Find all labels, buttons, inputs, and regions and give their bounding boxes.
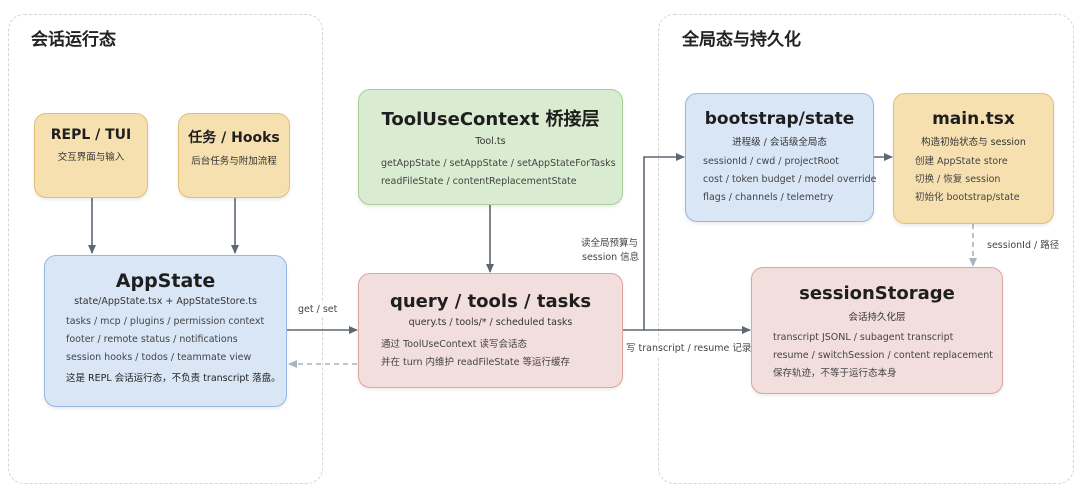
repl-tui-sub: 交互界面与输入 bbox=[57, 152, 125, 163]
main-line: 切换 / 恢复 session bbox=[915, 174, 1001, 185]
global-persist-group bbox=[658, 14, 1074, 484]
session-runtime-group bbox=[8, 14, 323, 484]
appstate-node: AppState state/AppState.tsx + AppStateSt… bbox=[44, 255, 287, 407]
toolusecontext-node: ToolUseContext 桥接层 Tool.ts getAppState /… bbox=[358, 89, 623, 205]
edge-label-read-budget-2: session 信息 bbox=[582, 252, 640, 263]
toolusecontext-title: ToolUseContext 桥接层 bbox=[381, 109, 600, 130]
query-line: 并在 turn 内维护 readFileState 等运行缓存 bbox=[381, 357, 571, 368]
repl-tui-node: REPL / TUI 交互界面与输入 bbox=[34, 113, 148, 198]
edge-label-read-budget-1: 读全局预算与 bbox=[581, 238, 639, 249]
main-tsx-node: main.tsx 构造初始状态与 session 创建 AppState sto… bbox=[893, 93, 1054, 224]
bootstrap-line: flags / channels / telemetry bbox=[703, 192, 834, 203]
edge-label-write-transcript: 写 transcript / resume 记录 bbox=[626, 342, 752, 356]
edge-label-session-path: sessionId / 路径 bbox=[987, 239, 1060, 253]
main-title: main.tsx bbox=[932, 109, 1015, 129]
query-line: 通过 ToolUseContext 读写会话态 bbox=[381, 339, 527, 350]
repl-tui-title: REPL / TUI bbox=[50, 127, 132, 143]
appstate-title: AppState bbox=[115, 270, 216, 292]
tasks-hooks-node: 任务 / Hooks 后台任务与附加流程 bbox=[178, 113, 290, 198]
appstate-line: tasks / mcp / plugins / permission conte… bbox=[66, 316, 265, 327]
session-runtime-title: 会话运行态 bbox=[31, 30, 116, 50]
appstate-line: footer / remote status / notifications bbox=[66, 334, 238, 345]
tasks-hooks-sub: 后台任务与附加流程 bbox=[191, 156, 277, 167]
query-tools-tasks-node: query / tools / tasks query.ts / tools/*… bbox=[358, 273, 623, 388]
bootstrap-state-node: bootstrap/state 进程级 / 会话级全局态 sessionId /… bbox=[685, 93, 877, 222]
appstate-note: 这是 REPL 会话运行态，不负责 transcript 落盘。 bbox=[66, 373, 281, 384]
main-sub: 构造初始状态与 session bbox=[921, 137, 1026, 148]
storage-line: resume / switchSession / content replace… bbox=[773, 350, 994, 361]
main-line: 初始化 bootstrap/state bbox=[915, 192, 1020, 203]
storage-title: sessionStorage bbox=[799, 283, 955, 304]
bootstrap-title: bootstrap/state bbox=[704, 109, 855, 129]
appstate-sub: state/AppState.tsx + AppStateStore.ts bbox=[74, 296, 257, 307]
bootstrap-line: sessionId / cwd / projectRoot bbox=[703, 156, 839, 167]
main-line: 创建 AppState store bbox=[915, 156, 1008, 167]
session-storage-node: sessionStorage 会话持久化层 transcript JSONL /… bbox=[751, 267, 1003, 394]
edge-query-to-bootstrap bbox=[623, 153, 685, 331]
toolusecontext-sub: Tool.ts bbox=[475, 136, 506, 147]
toolusecontext-line: getAppState / setAppState / setAppStateF… bbox=[381, 158, 616, 169]
bootstrap-line: cost / token budget / model override bbox=[703, 174, 877, 185]
storage-sub: 会话持久化层 bbox=[848, 312, 906, 323]
bootstrap-sub: 进程级 / 会话级全局态 bbox=[732, 137, 827, 148]
storage-line: transcript JSONL / subagent transcript bbox=[773, 332, 954, 343]
storage-line: 保存轨迹，不等于运行态本身 bbox=[773, 368, 897, 379]
global-persist-title: 全局态与持久化 bbox=[682, 30, 801, 50]
query-sub: query.ts / tools/* / scheduled tasks bbox=[408, 317, 573, 328]
appstate-line: session hooks / todos / teammate view bbox=[66, 352, 252, 363]
edge-label-get-set: get / set bbox=[298, 303, 338, 317]
toolusecontext-line: readFileState / contentReplacementState bbox=[381, 176, 577, 187]
tasks-hooks-title: 任务 / Hooks bbox=[188, 130, 280, 146]
query-title: query / tools / tasks bbox=[389, 291, 592, 312]
